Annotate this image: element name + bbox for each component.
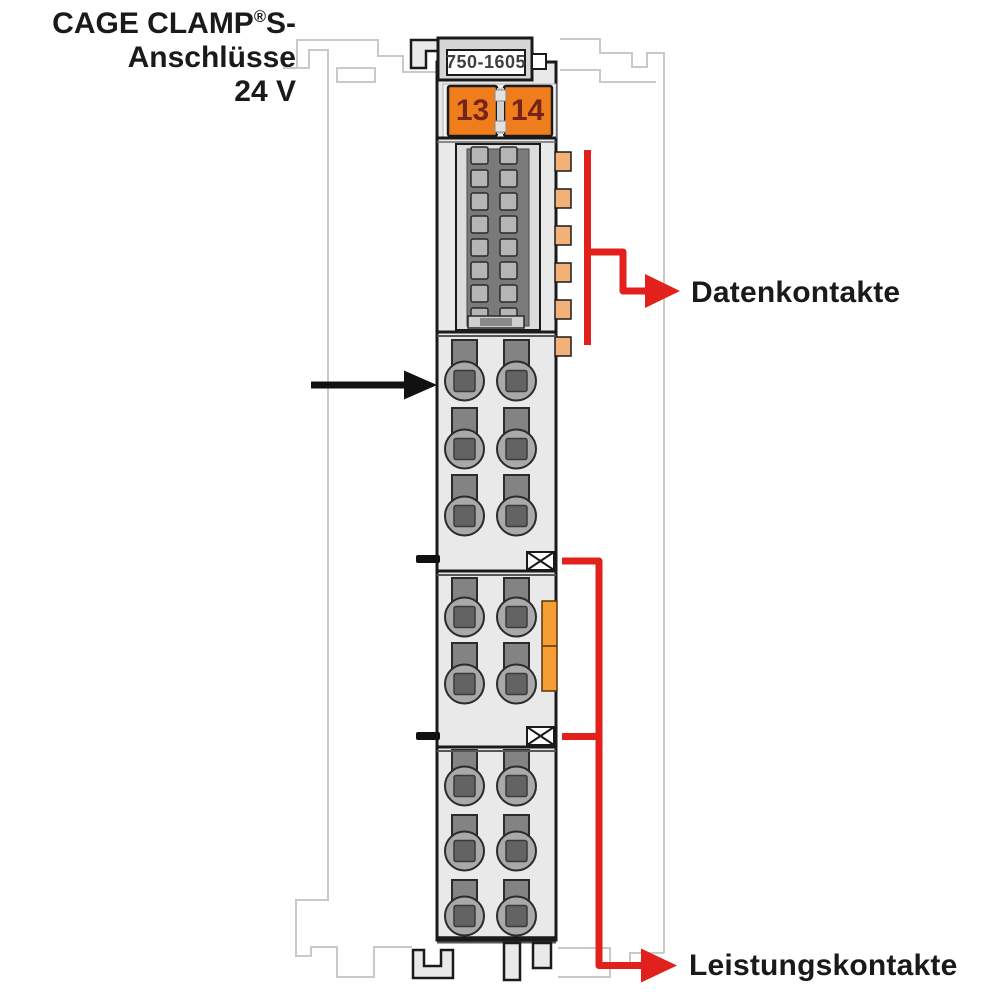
clamp-inner-square (453, 369, 476, 393)
cage-clamp-line2: Anschlüsse (127, 41, 296, 74)
data-pin (470, 146, 489, 165)
wire-entry-square (503, 642, 530, 670)
clamp-inner-square (505, 839, 528, 863)
neighbor-module-outlines (283, 38, 665, 978)
mounting-feet (411, 941, 553, 982)
data-contact-pins (470, 146, 518, 326)
data-contacts-arrow (584, 150, 680, 345)
data-pin (470, 169, 489, 188)
terminal-13-label: 13 (455, 94, 490, 127)
data-pin (499, 146, 518, 165)
data-pin (470, 238, 489, 257)
cage-clamp-line1: CAGE CLAMP®S- (52, 7, 296, 40)
terminal-row (442, 83, 557, 139)
label-plate-window (446, 49, 526, 76)
clamp-inner-square (453, 672, 476, 696)
side-contact-tab (554, 299, 572, 320)
side-tabs (554, 151, 572, 357)
cage-clamp-arrow (311, 370, 437, 400)
clamp-inner-square (505, 904, 528, 928)
power-contacts-label: Leistungskontakte (689, 949, 958, 982)
data-pin (499, 238, 518, 257)
top-latch-hook (409, 38, 438, 70)
side-contact-tab (554, 151, 572, 172)
registered-trademark-icon: ® (253, 8, 266, 26)
data-pin (470, 284, 489, 303)
clamp-inner-square (505, 504, 528, 528)
data-contact-connector (455, 143, 541, 331)
data-pin (470, 261, 489, 280)
data-pin (499, 261, 518, 280)
data-pin (499, 192, 518, 211)
clamp-inner-square (453, 437, 476, 461)
wire-entry-square (451, 642, 478, 670)
top-right-notch (531, 53, 547, 70)
data-contacts-label: Datenkontakte (691, 276, 901, 309)
clamp-inner-square (453, 774, 476, 798)
clamp-inner-square (453, 504, 476, 528)
clamp-inner-square (453, 605, 476, 629)
terminal-14-label: 14 (510, 94, 545, 127)
side-contact-tab (554, 262, 572, 283)
clamp-inner-square (505, 672, 528, 696)
cage-clamp-contacts (444, 339, 537, 937)
side-contact-tab (554, 336, 572, 357)
clamp-inner-square (453, 839, 476, 863)
arrowhead-right-icon (404, 370, 437, 400)
section-tick-bottom (416, 732, 440, 740)
module-body (409, 36, 572, 982)
cage-clamp-line3: 24 V (234, 75, 296, 108)
side-contact-tab (554, 225, 572, 246)
model-label: 750-1605 (445, 52, 527, 72)
cage-clamp-label: CAGE CLAMP®S- Anschlüsse 24 V (0, 0, 296, 109)
arrowhead-right-icon (641, 948, 677, 983)
data-pin (470, 192, 489, 211)
clamp-inner-square (505, 774, 528, 798)
data-pin (499, 215, 518, 234)
arrowhead-right-icon (645, 274, 680, 308)
wire-entry-square (451, 474, 478, 502)
clamp-inner-square (505, 437, 528, 461)
power-contacts-arrow (562, 557, 677, 983)
data-pin (499, 284, 518, 303)
power-contact-symbols (526, 551, 555, 746)
data-pin (470, 215, 489, 234)
wire-entry-square (503, 339, 530, 367)
side-contact-tab (554, 188, 572, 209)
clamp-inner-square (453, 904, 476, 928)
clamp-inner-square (505, 369, 528, 393)
section-tick-top (416, 555, 440, 563)
data-pin (499, 169, 518, 188)
clamp-inner-square (505, 605, 528, 629)
